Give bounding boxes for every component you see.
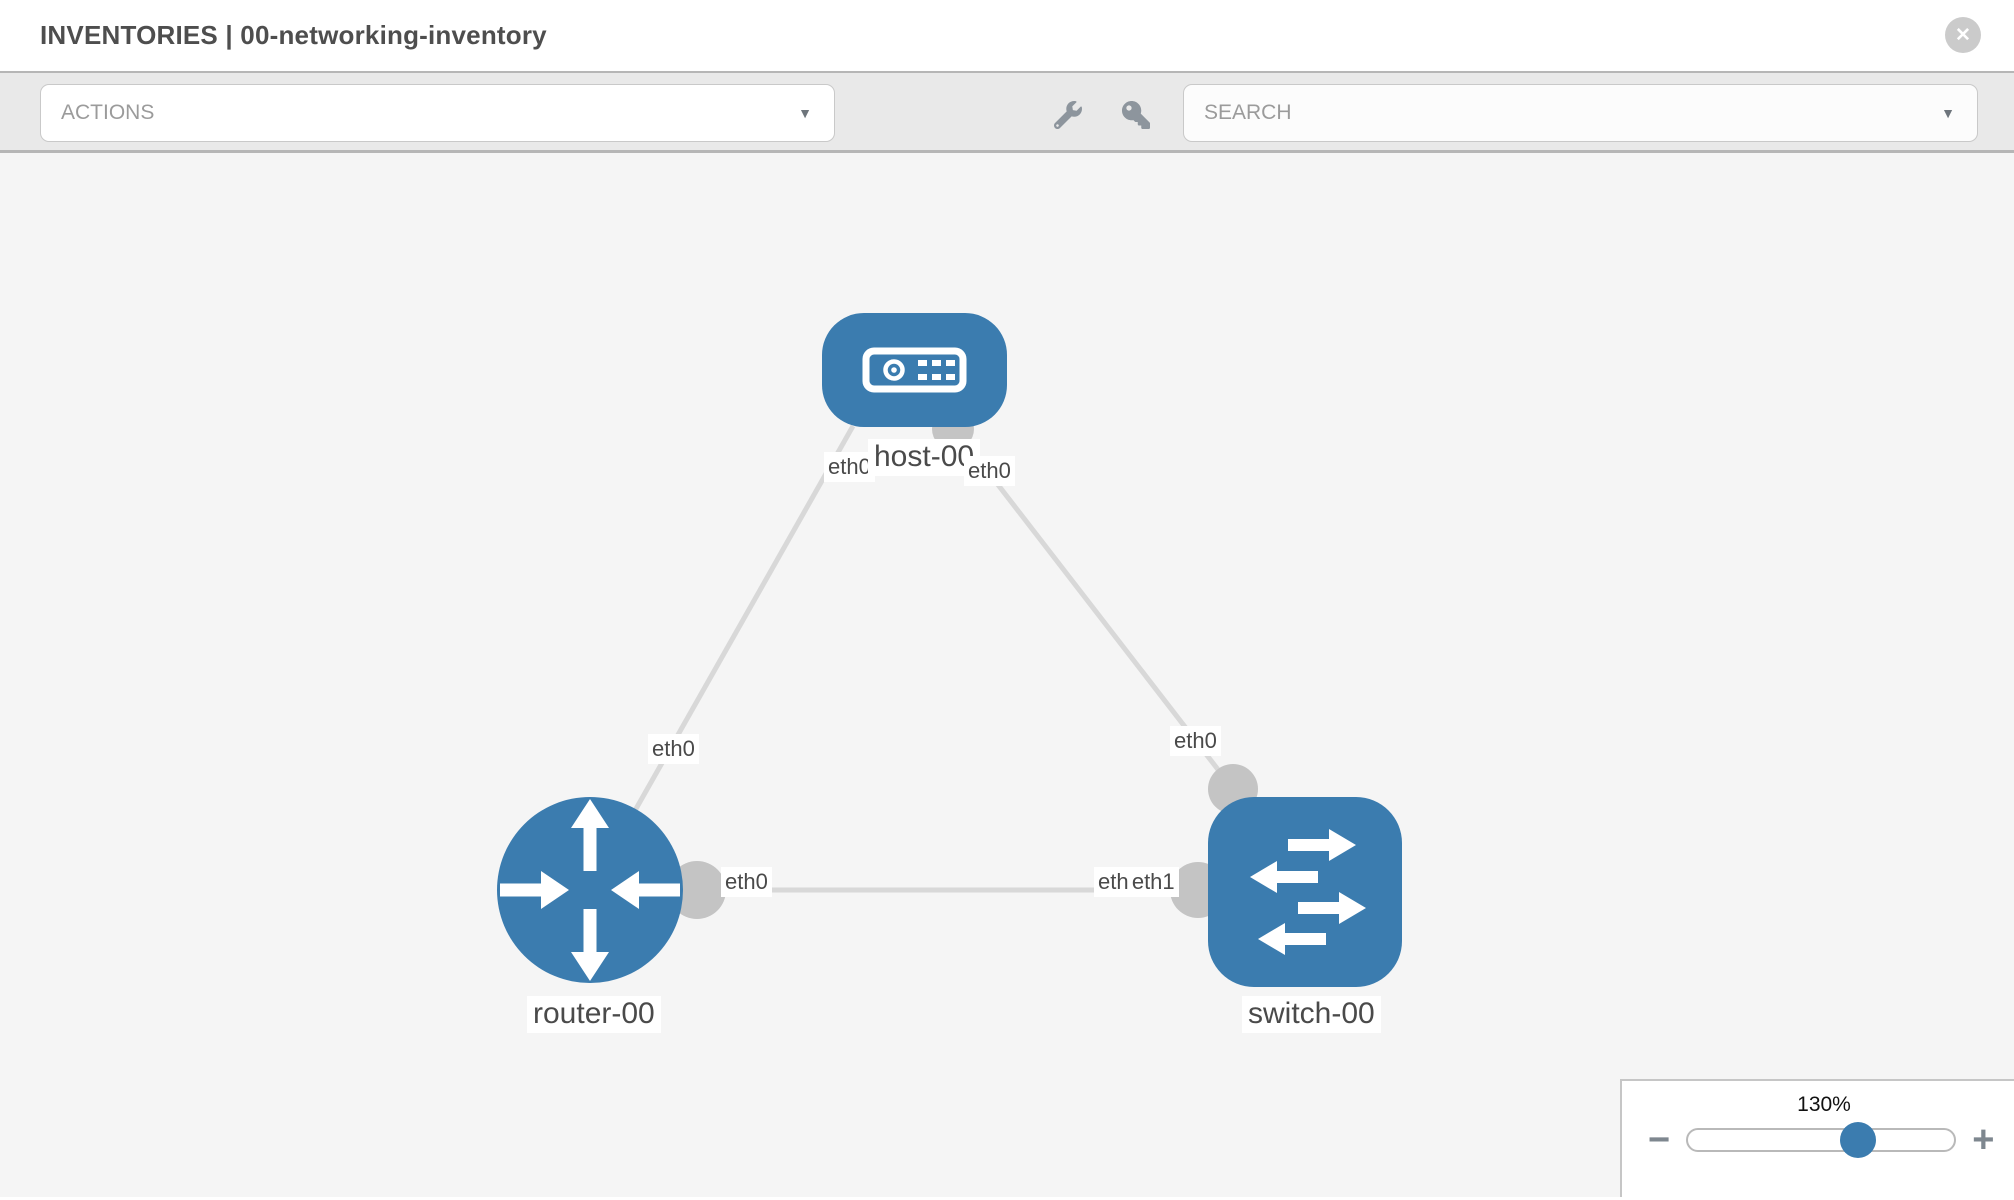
wrench-icon	[1053, 100, 1082, 134]
iface-label: eth0	[1170, 726, 1221, 756]
header: INVENTORIES | 00-networking-inventory ✕	[0, 0, 2014, 71]
close-icon: ✕	[1955, 24, 1971, 46]
tools-button[interactable]	[1051, 100, 1085, 134]
node-host[interactable]	[822, 313, 1007, 427]
zoom-panel: 130% − +	[1620, 1079, 2014, 1197]
zoom-in-button[interactable]: +	[1972, 1119, 1995, 1161]
zoom-slider-thumb[interactable]	[1840, 1122, 1877, 1158]
credentials-button[interactable]	[1119, 100, 1153, 134]
topology-graph	[497, 313, 1402, 987]
node-label-host: host-00	[868, 439, 981, 476]
switch-icon	[1250, 829, 1366, 955]
close-button[interactable]: ✕	[1945, 17, 1981, 53]
key-icon	[1122, 100, 1150, 134]
connectors-layer	[668, 408, 1258, 919]
zoom-slider-track[interactable]	[1686, 1122, 1957, 1158]
node-label-switch: switch-00	[1242, 996, 1381, 1033]
search-dropdown[interactable]: SEARCH ▼	[1183, 84, 1978, 142]
iface-label: eth0	[648, 734, 699, 764]
router-interface-dot	[668, 861, 726, 919]
iface-label: eth0	[721, 867, 772, 897]
host-icon	[862, 347, 967, 393]
node-switch[interactable]	[1208, 797, 1402, 987]
topology-canvas[interactable]: eth0 host-00 eth0 eth0 eth0 eth0 eth0 et…	[0, 153, 2014, 1197]
search-dropdown-label: SEARCH	[1204, 101, 1292, 124]
router-icon	[500, 799, 680, 981]
links-layer	[587, 424, 1305, 893]
zoom-level-value: 130%	[1797, 1093, 1851, 1116]
node-label-router: router-00	[527, 996, 661, 1033]
iface-label: eth0	[964, 456, 1015, 486]
iface-label: eth1	[1127, 867, 1179, 897]
zoom-out-button[interactable]: −	[1648, 1119, 1671, 1161]
iface-label-overlap: eth0 eth1	[1094, 867, 1179, 897]
node-router[interactable]	[497, 797, 683, 983]
page-title: INVENTORIES | 00-networking-inventory	[40, 20, 547, 50]
zoom-slider-row: − +	[1622, 1119, 2014, 1161]
toolbar: ACTIONS ▼ SEARCH ▼	[0, 71, 2014, 153]
actions-dropdown[interactable]: ACTIONS ▼	[40, 84, 835, 142]
chevron-down-icon: ▼	[798, 105, 812, 121]
iface-label: eth0	[824, 452, 875, 482]
chevron-down-icon: ▼	[1941, 105, 1955, 121]
actions-dropdown-label: ACTIONS	[61, 101, 155, 124]
